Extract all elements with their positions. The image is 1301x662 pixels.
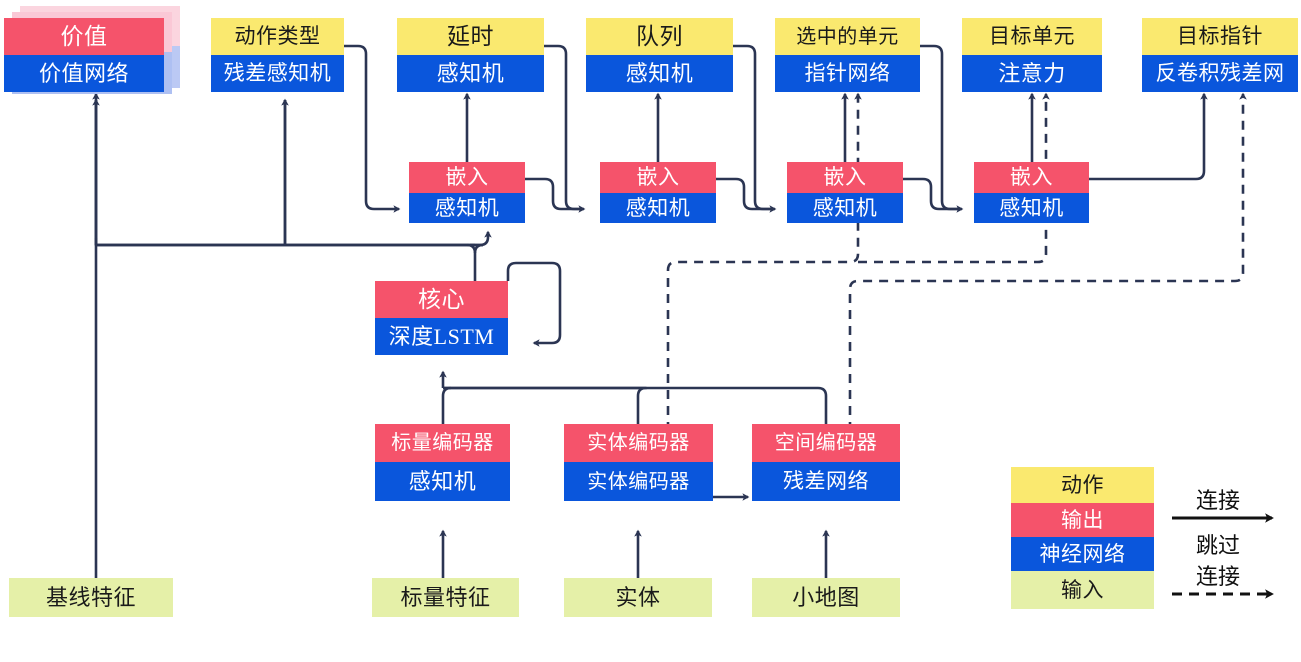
network-band: 深度LSTM xyxy=(375,318,508,355)
output-band: 嵌入 xyxy=(600,162,716,193)
output-node-target-unit[interactable]: 目标单元 注意力 xyxy=(962,18,1102,92)
embed-node-2[interactable]: 嵌入 感知机 xyxy=(600,162,716,223)
action-band: 目标指针 xyxy=(1142,18,1298,55)
output-band: 空间编码器 xyxy=(752,424,900,462)
output-node-value[interactable]: 价值 价值网络 xyxy=(4,18,164,92)
network-band: 感知机 xyxy=(409,193,525,223)
embed-node-1[interactable]: 嵌入 感知机 xyxy=(409,162,525,223)
input-node-scalar-features[interactable]: 标量特征 xyxy=(372,578,519,617)
legend-swatch-output: 输出 xyxy=(1011,503,1154,537)
output-band: 嵌入 xyxy=(409,162,525,193)
legend-swatch-action: 动作 xyxy=(1011,467,1154,503)
input-label: 实体 xyxy=(564,578,712,617)
embed-node-3[interactable]: 嵌入 感知机 xyxy=(787,162,903,223)
legend-skip-label-line2: 连接 xyxy=(1196,564,1241,589)
network-band: 指针网络 xyxy=(775,55,920,92)
legend-swatches: 动作 输出 神经网络 输入 xyxy=(1011,467,1154,609)
embed-node-4[interactable]: 嵌入 感知机 xyxy=(974,162,1089,223)
legend-connection-label: 连接 xyxy=(1196,488,1241,513)
network-band: 感知机 xyxy=(600,193,716,223)
network-band: 实体编码器 xyxy=(564,462,713,501)
action-band: 动作类型 xyxy=(211,18,344,55)
action-band: 队列 xyxy=(586,18,733,55)
network-band: 注意力 xyxy=(962,55,1102,92)
output-node-selected-units[interactable]: 选中的单元 指针网络 xyxy=(775,18,920,92)
encoder-node-spatial[interactable]: 空间编码器 残差网络 xyxy=(752,424,900,501)
input-label: 基线特征 xyxy=(9,578,173,617)
action-band: 延时 xyxy=(397,18,544,55)
network-band: 残差网络 xyxy=(752,462,900,501)
output-band: 标量编码器 xyxy=(375,424,510,462)
output-band: 实体编码器 xyxy=(564,424,713,462)
core-node[interactable]: 核心 深度LSTM xyxy=(375,281,508,355)
action-band: 目标单元 xyxy=(962,18,1102,55)
output-node-queued[interactable]: 队列 感知机 xyxy=(586,18,733,92)
output-band: 核心 xyxy=(375,281,508,318)
encoder-node-entity[interactable]: 实体编码器 实体编码器 xyxy=(564,424,713,501)
output-band: 嵌入 xyxy=(787,162,903,193)
output-node-delay[interactable]: 延时 感知机 xyxy=(397,18,544,92)
input-label: 标量特征 xyxy=(372,578,519,617)
input-node-minimap[interactable]: 小地图 xyxy=(752,578,900,617)
network-band: 感知机 xyxy=(375,462,510,501)
action-band: 选中的单元 xyxy=(775,18,920,55)
encoder-node-scalar[interactable]: 标量编码器 感知机 xyxy=(375,424,510,501)
output-node-target-point[interactable]: 目标指针 反卷积残差网 xyxy=(1142,18,1298,92)
legend-swatch-input: 输入 xyxy=(1011,571,1154,609)
output-node-action-type[interactable]: 动作类型 残差感知机 xyxy=(211,18,344,92)
input-node-entities[interactable]: 实体 xyxy=(564,578,712,617)
output-band: 嵌入 xyxy=(974,162,1089,193)
input-node-baseline-features[interactable]: 基线特征 xyxy=(9,578,173,617)
network-band: 感知机 xyxy=(787,193,903,223)
legend-skip-label-line1: 跳过 xyxy=(1196,533,1241,558)
legend-swatch-network: 神经网络 xyxy=(1011,537,1154,571)
network-band: 感知机 xyxy=(397,55,544,92)
output-band: 价值 xyxy=(4,18,164,55)
network-band: 感知机 xyxy=(974,193,1089,223)
input-label: 小地图 xyxy=(752,578,900,617)
network-band: 价值网络 xyxy=(4,55,164,92)
network-band: 残差感知机 xyxy=(211,55,344,92)
network-band: 感知机 xyxy=(586,55,733,92)
network-band: 反卷积残差网 xyxy=(1142,55,1298,92)
